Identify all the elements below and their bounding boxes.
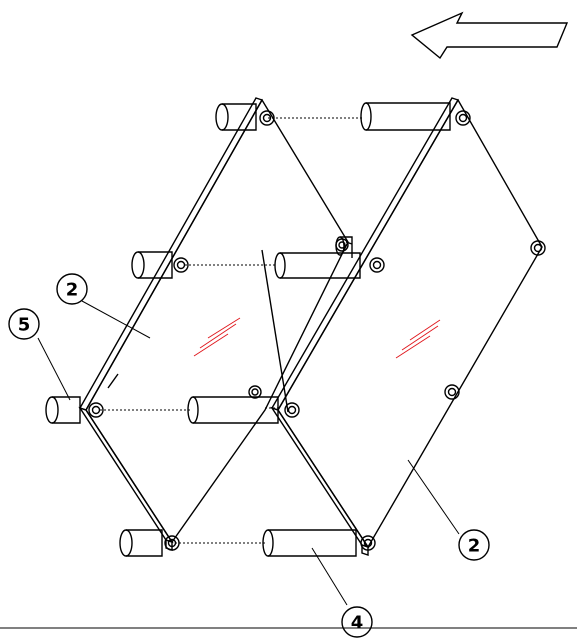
left-arrow-icon	[410, 11, 569, 60]
callout-part-5: 5	[8, 308, 40, 340]
leader-lines	[37, 300, 460, 606]
spacer-tubes	[187, 102, 451, 557]
glass-hatch-left	[193, 317, 241, 357]
callout-part-4: 4	[341, 606, 373, 638]
svg-text:2: 2	[468, 536, 481, 557]
svg-text:2: 2	[66, 280, 79, 301]
callout-part-2-left: 2	[56, 273, 88, 305]
svg-text:5: 5	[18, 315, 31, 336]
callout-part-2-right: 2	[458, 529, 490, 561]
glass-hatch-right	[395, 319, 441, 359]
standoff-caps	[45, 103, 257, 557]
left-glass-panel	[78, 97, 353, 551]
mounting-bolts	[88, 110, 546, 551]
right-glass-panel	[270, 97, 543, 556]
svg-text:4: 4	[351, 613, 364, 634]
